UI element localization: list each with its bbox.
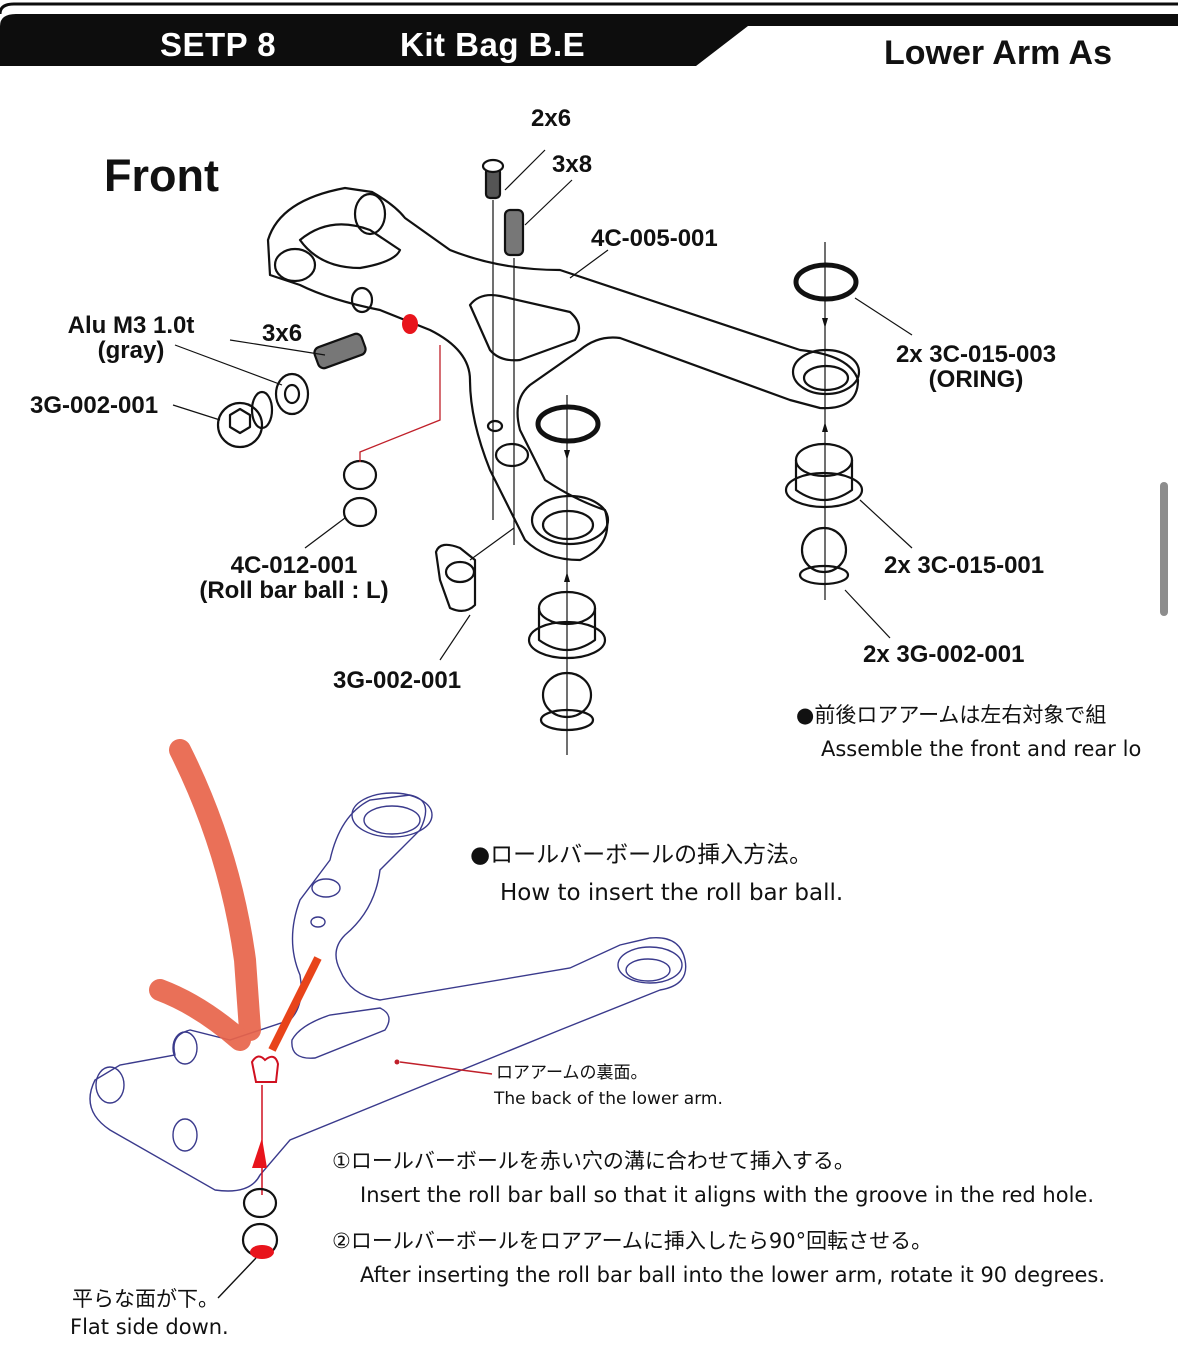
note-step2-jp: ②ロールバーボールをロアアームに挿入したら90°回転させる。 — [332, 1229, 933, 1253]
note-howto-en: How to insert the roll bar ball. — [500, 880, 844, 906]
label-bushing: 2x 3C-015-001 — [884, 552, 1045, 579]
label-roll-ball: 4C-012-001 (Roll bar ball : L) — [187, 553, 401, 603]
note-step2-en: After inserting the roll bar ball into t… — [360, 1263, 1106, 1287]
label-screw-3x8: 3x8 — [552, 151, 593, 178]
label-oring-line2: (ORING) — [928, 366, 1024, 393]
note-flat-en: Flat side down. — [70, 1315, 229, 1339]
annotation-stroke-short — [149, 979, 251, 1051]
note-howto-jp: ●ロールバーボールの挿入方法。 — [470, 842, 813, 868]
label-washer-line1: Alu M3 1.0t — [67, 312, 195, 339]
red-hole-marker — [402, 314, 418, 334]
label-ball-right: 2x 3G-002-001 — [863, 641, 1025, 668]
step-number: SETP 8 — [160, 26, 277, 63]
note-back-en: The back of the lower arm. — [494, 1089, 723, 1109]
header-bar — [0, 2, 1178, 66]
flat-side-marker — [250, 1245, 274, 1259]
vertical-scrollbar[interactable] — [1160, 482, 1168, 616]
label-arm-part: 4C-005-001 — [591, 225, 718, 252]
label-roll-ball-line2: (Roll bar ball : L) — [199, 577, 389, 604]
label-roll-ball-line1: 4C-012-001 — [230, 552, 358, 579]
note-symmetry-jp: ●前後ロアアームは左右対象で組 — [796, 703, 1107, 727]
note-back-jp: ロアアームの裏面。 — [496, 1063, 648, 1083]
annotation-stroke-long — [169, 739, 261, 1041]
oring-right — [793, 262, 859, 302]
section-title: Front — [104, 150, 219, 201]
lower-arm-back-outline — [89, 794, 687, 1192]
page-title: Lower Arm As — [884, 34, 1112, 72]
label-ball-left: 3G-002-001 — [30, 392, 159, 419]
note-symmetry-en: Assemble the front and rear lo — [821, 737, 1142, 761]
note-step1-en: Insert the roll bar ball so that it alig… — [360, 1183, 1095, 1207]
label-oring: 2x 3C-015-003 (ORING) — [885, 342, 1067, 392]
label-washer: Alu M3 1.0t (gray) — [58, 313, 204, 363]
oring-center — [535, 404, 601, 444]
label-screw-2x6: 2x6 — [531, 105, 572, 132]
label-set-screw-3x6: 3x6 — [262, 320, 303, 347]
lower-arm-outline — [266, 186, 860, 562]
note-flat-jp: 平らな面が下。 — [72, 1287, 219, 1311]
label-ball-mount: 3G-002-001 — [333, 667, 462, 694]
kit-bag-label: Kit Bag B.E — [400, 26, 586, 63]
label-oring-line1: 2x 3C-015-003 — [895, 341, 1057, 368]
label-washer-line2: (gray) — [97, 337, 165, 364]
note-step1-jp: ①ロールバーボールを赤い穴の溝に合わせて挿入する。 — [332, 1149, 855, 1173]
